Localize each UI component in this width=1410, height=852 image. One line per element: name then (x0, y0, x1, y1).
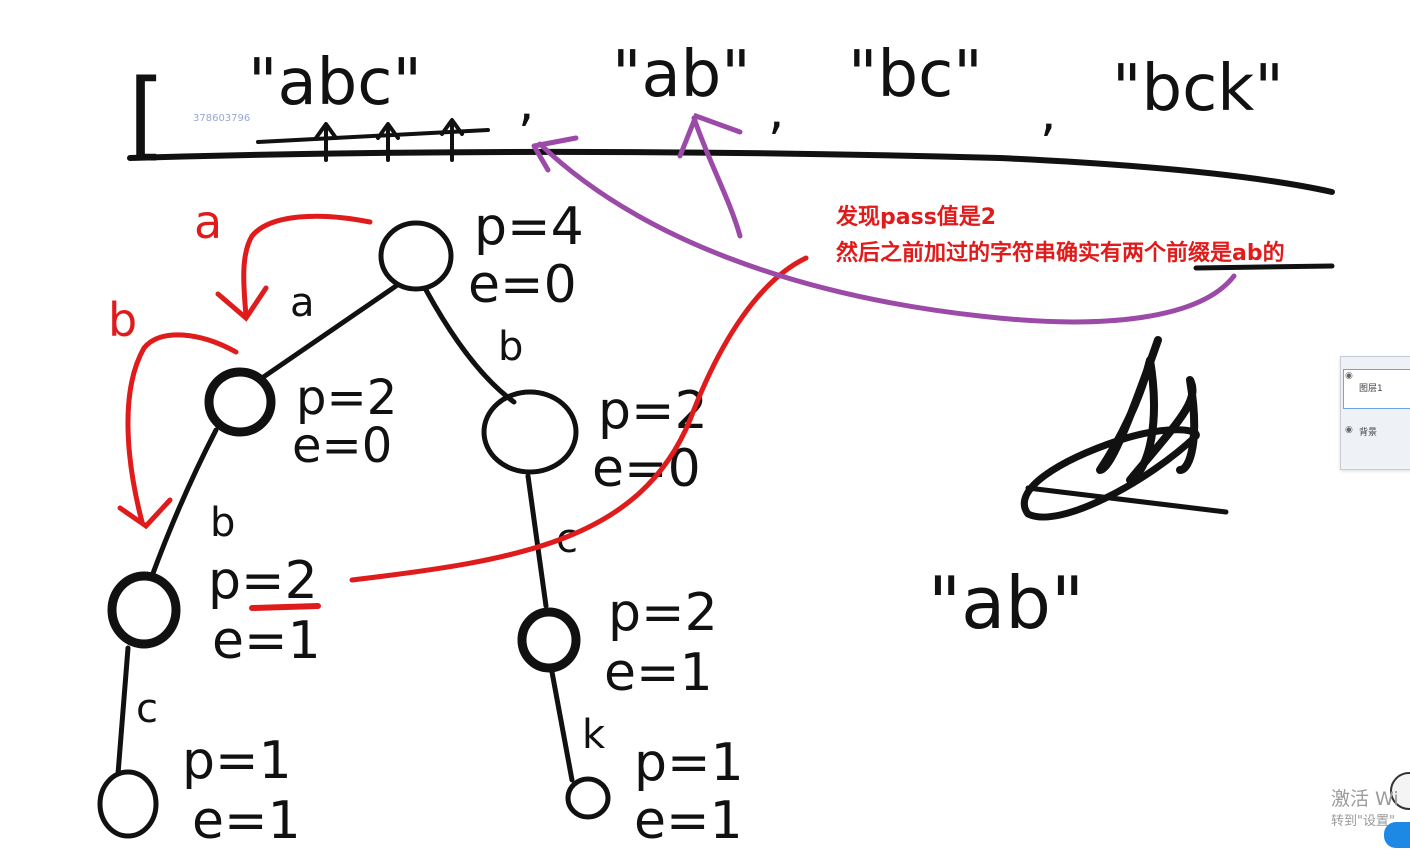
edge-label-abc: c (136, 686, 158, 732)
red-label-a: a (194, 195, 222, 249)
comma-2: , (768, 81, 785, 141)
annotation-line-2: 然后之前加过的字符串确实有两个前缀是ab的 (836, 241, 1285, 266)
bck-end: e=1 (634, 791, 743, 851)
string-ab: "ab" (612, 38, 751, 112)
root-end: e=0 (468, 255, 577, 315)
edge-root-a (259, 283, 399, 381)
ab-pass: p=2 (208, 551, 318, 611)
eye-icon-2[interactable]: ◉ (1345, 425, 1353, 435)
edge-label-bck: k (582, 712, 606, 758)
purple-arrowhead-ab (677, 112, 743, 159)
annotation-note: 发现pass值是2 然后之前加过的字符串确实有两个前缀是ab的 (836, 200, 1285, 272)
node-ab (107, 571, 181, 649)
string-abc: "abc" (248, 46, 422, 120)
activation-watermark-hint[interactable]: 转到"设置" (1331, 814, 1395, 829)
abc-pass: p=1 (182, 731, 292, 791)
purple-arrows (531, 112, 1335, 325)
red-arrowhead-a (215, 285, 269, 322)
up-arrow-1 (314, 122, 338, 162)
string-bck: "bck" (1112, 52, 1284, 126)
trie-edges (115, 283, 575, 783)
eye-icon[interactable]: ◉ (1345, 371, 1353, 381)
open-bracket: [ (128, 59, 165, 171)
red-label-b: b (108, 293, 137, 347)
trie-nodes (97, 220, 611, 839)
red-arrowhead-b (117, 497, 173, 530)
red-annotations: a b (108, 195, 809, 611)
edge-labels: a b b c c k (136, 280, 606, 758)
red-arrow-b (125, 332, 239, 525)
bc-end: e=1 (604, 643, 713, 703)
activation-watermark-title: 激活 Wi (1331, 788, 1399, 810)
up-arrow-3 (440, 118, 464, 162)
annotation-line-1: 发现pass值是2 (836, 205, 997, 230)
edge-bc-bck (549, 669, 575, 783)
string-bc: "bc" (848, 38, 983, 112)
abc-end: e=1 (192, 791, 301, 851)
node-bck (565, 776, 611, 820)
red-connector (349, 255, 809, 583)
root-pass: p=4 (474, 197, 584, 257)
layer-2-label: 背景 (1359, 428, 1378, 438)
strings-row: [ "abc" "ab" "bc" "bck" , , , (127, 38, 1335, 195)
red-underline-p2 (249, 603, 321, 611)
up-arrow-2 (376, 122, 400, 162)
edge-ab-abc (115, 645, 131, 777)
scribble-strokes (1096, 336, 1199, 484)
red-arrow-a (241, 213, 373, 319)
scribble-strike (1025, 485, 1229, 515)
b-pass: p=2 (598, 381, 708, 441)
comma-3: , (1040, 83, 1057, 143)
underline-abc (256, 128, 490, 144)
a-pass: p=2 (296, 370, 397, 426)
edge-label-ab: b (210, 500, 235, 546)
edge-label-a: a (290, 280, 315, 326)
purple-arrowhead-row (531, 135, 579, 173)
edge-label-b: b (498, 324, 523, 370)
baseline-stroke (127, 149, 1335, 195)
ab-end: e=1 (212, 611, 321, 671)
node-bc (517, 607, 581, 673)
comma-1: , (518, 73, 535, 133)
note-underline (1193, 263, 1335, 271)
node-root (378, 220, 454, 292)
purple-arrow-to-ab (691, 115, 743, 239)
layers-panel[interactable]: ◉ 图层1 ◉ 背景 (1340, 356, 1410, 470)
edge-root-b (423, 287, 517, 405)
bc-pass: p=2 (608, 583, 718, 643)
corner-button[interactable] (1384, 822, 1410, 848)
layer-row-1[interactable] (1343, 369, 1410, 409)
node-counters: p=4 e=0 p=2 e=0 p=2 e=0 p=2 e=1 p=2 e=1 … (182, 197, 744, 851)
id-tag: 378603796 (193, 113, 251, 124)
edge-b-bc (525, 473, 549, 609)
a-end: e=0 (292, 418, 392, 474)
purple-arrow-to-row (537, 141, 1237, 325)
node-b (481, 389, 579, 475)
scribble-area: "ab" (928, 336, 1229, 645)
query-ab: "ab" (928, 561, 1084, 645)
layer-1-label: 图层1 (1359, 384, 1383, 394)
bck-pass: p=1 (634, 733, 744, 793)
node-abc (97, 769, 159, 839)
node-a (204, 367, 276, 437)
edge-a-ab (149, 427, 219, 579)
